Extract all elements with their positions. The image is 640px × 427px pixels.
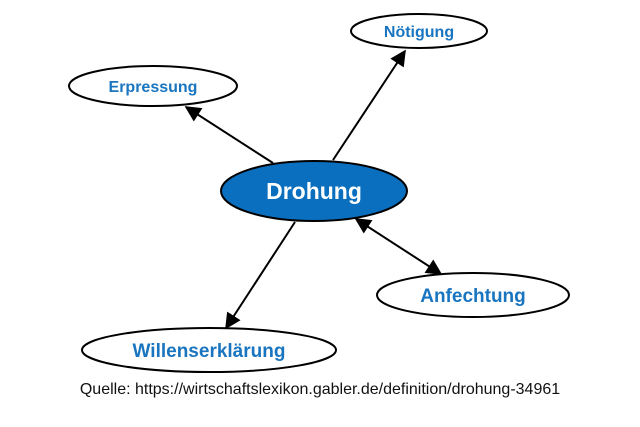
node-noetigung-shape <box>350 13 488 49</box>
node-willenserklaerung-shape <box>81 327 337 373</box>
node-drohung: Drohung <box>220 160 408 222</box>
edge-drohung-anfechtung <box>354 218 443 275</box>
node-erpressung-shape <box>68 65 238 107</box>
source-citation: Quelle: https://wirtschaftslexikon.gable… <box>79 381 561 398</box>
node-willenserklaerung: Willenserklärung <box>81 327 337 373</box>
node-noetigung-label: Nötigung <box>384 24 454 41</box>
node-willenserklaerung-label: Willenserklärung <box>133 341 286 362</box>
node-erpressung: Erpressung <box>68 65 238 107</box>
edge-drohung-willenserklaerung <box>225 221 296 330</box>
node-anfechtung-label: Anfechtung <box>420 286 526 307</box>
node-anfechtung-shape <box>376 272 570 318</box>
node-anfechtung: Anfechtung <box>376 272 570 318</box>
edge-drohung-noetigung <box>332 49 406 161</box>
node-erpressung-label: Erpressung <box>109 79 198 96</box>
node-drohung-shape <box>220 160 408 222</box>
node-drohung-label: Drohung <box>266 178 362 204</box>
edge-drohung-erpressung <box>184 106 274 164</box>
node-noetigung: Nötigung <box>350 13 488 49</box>
